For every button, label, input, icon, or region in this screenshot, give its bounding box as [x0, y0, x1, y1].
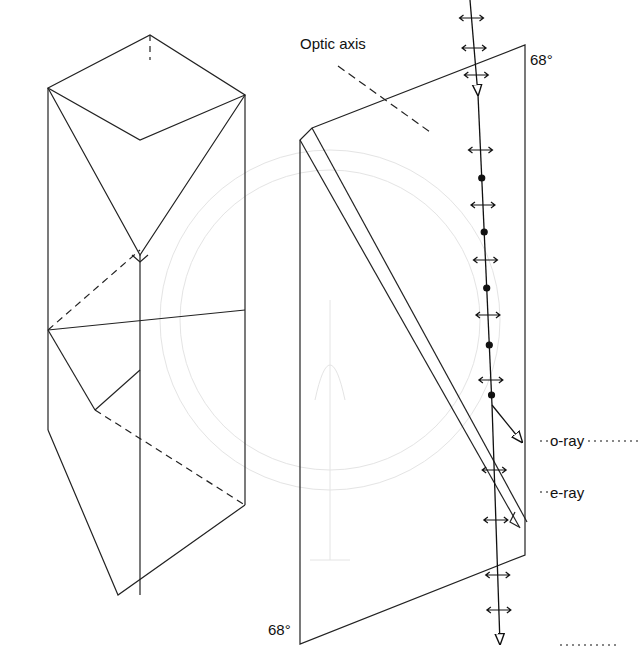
- ray-label: o-ray: [548, 432, 586, 449]
- watermark: [160, 150, 500, 560]
- angle-label: 68°: [530, 52, 553, 67]
- prism-section: [300, 45, 527, 644]
- polarization-marks: [460, 15, 511, 613]
- prism-3d-view: [48, 35, 245, 595]
- optic-axis-line: [338, 66, 430, 132]
- angle-label: 68°: [268, 622, 291, 637]
- optic-axis-label: Optic axis: [300, 36, 366, 51]
- rays: [470, 0, 639, 645]
- ray-label: e-ray: [548, 484, 586, 501]
